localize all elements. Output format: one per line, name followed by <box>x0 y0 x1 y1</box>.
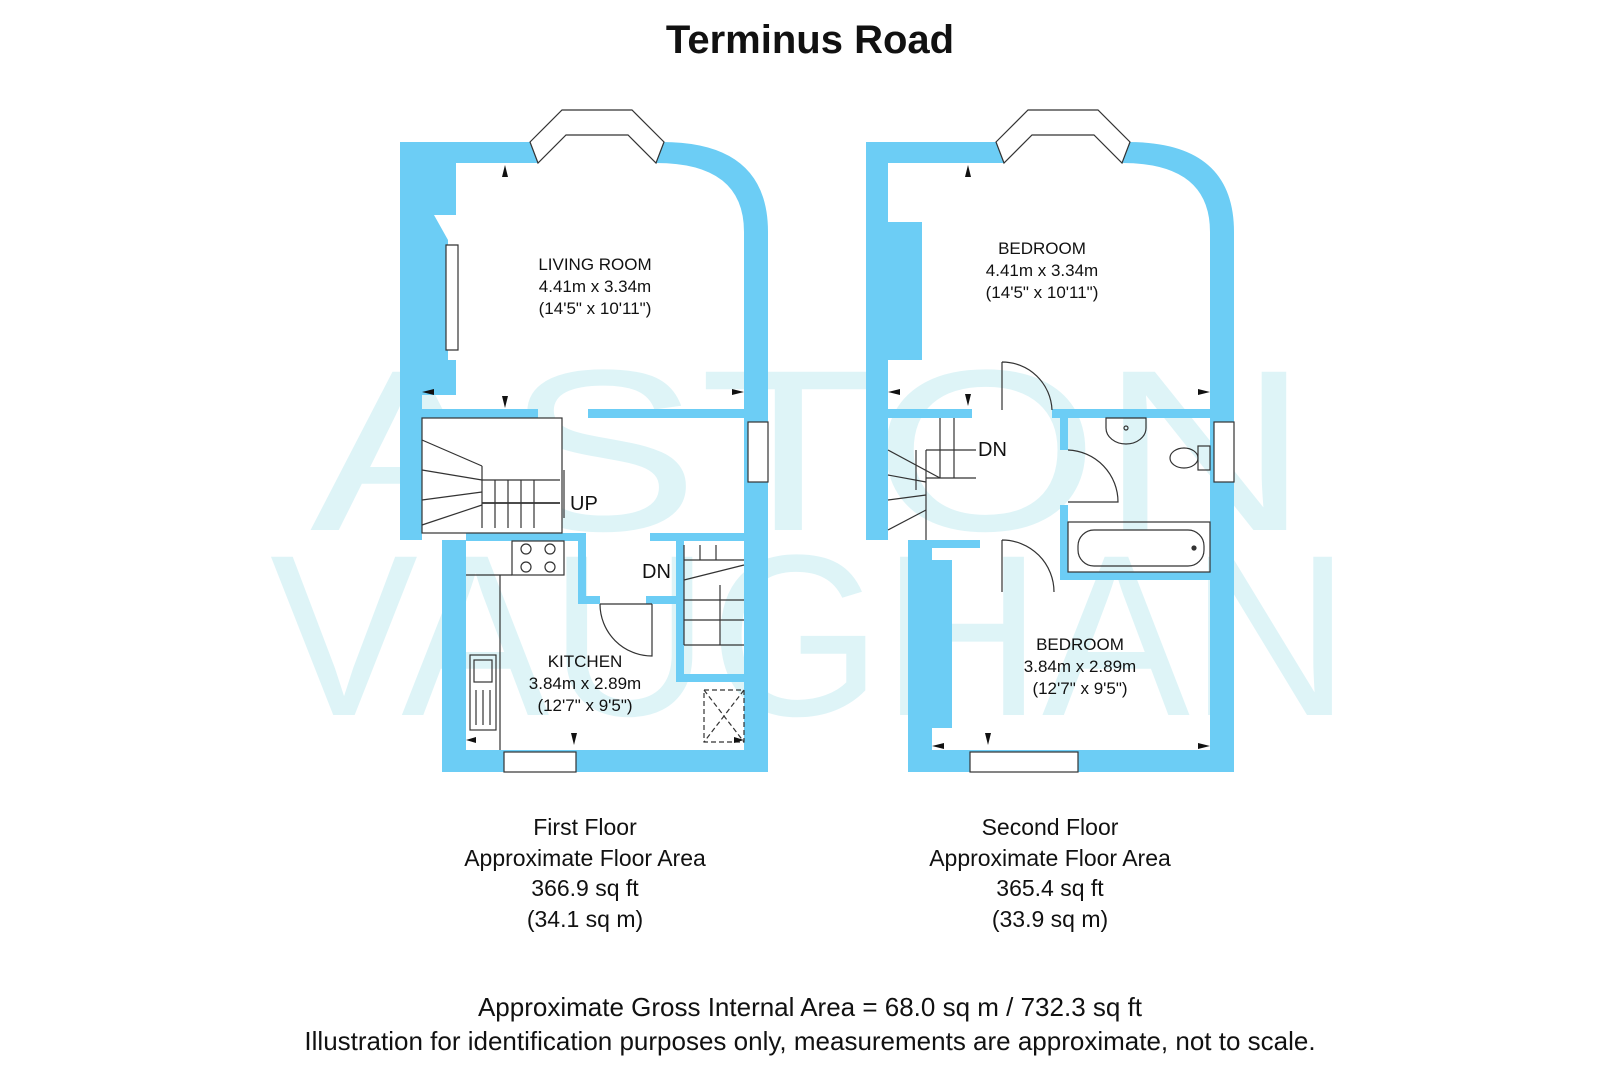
second-floor-area: Second Floor Approximate Floor Area 365.… <box>840 812 1260 934</box>
first-floor-stair-wall <box>676 541 744 682</box>
second-floor-basin <box>1105 417 1147 445</box>
plan-title: Terminus Road <box>665 18 955 62</box>
first-floor-staircase-down <box>683 545 745 646</box>
second-floor-bath <box>1067 521 1211 573</box>
first-floor-kitchen-wall-2 <box>578 541 600 604</box>
first-floor-area-caption: Approximate Floor Area <box>464 844 706 871</box>
bedroom-2-imperial: (12'7" x 9'5") <box>1032 679 1127 698</box>
disclaimer: Illustration for identification purposes… <box>304 1026 1316 1056</box>
first-floor-kitchen-door <box>599 603 653 657</box>
second-floor-chimney-breast-lower <box>932 560 952 728</box>
first-floor-outer-wall <box>400 110 768 772</box>
first-floor-area-sqm: (34.1 sq m) <box>526 905 644 932</box>
bedroom-1-metric: 4.41m x 3.34m <box>986 261 1098 280</box>
first-floor-area-sqft: 366.9 sq ft <box>531 875 639 901</box>
second-floor-toilet <box>1169 445 1211 471</box>
second-floor-plan: DN BEDROOM 4.41m x <box>866 109 1235 773</box>
first-floor-plan: UP DN <box>400 109 769 773</box>
second-floor-area-caption: Approximate Floor Area <box>929 844 1171 871</box>
second-floor-bedroom2-door <box>1001 539 1055 593</box>
first-floor-kitchen-wall <box>466 533 586 541</box>
first-floor-rear-window <box>503 751 577 773</box>
second-floor-partition-wall <box>888 409 972 418</box>
second-floor-bedroom-wall <box>932 540 980 548</box>
first-floor-dimension-arrows <box>422 165 744 745</box>
first-floor-side-window <box>747 421 769 483</box>
first-floor-stairs-up-label: UP <box>570 493 598 515</box>
second-floor-bathroom-door <box>1067 449 1119 503</box>
living-room-name: LIVING ROOM <box>538 255 651 274</box>
bedroom-2-metric: 3.84m x 2.89m <box>1024 657 1136 676</box>
first-floor-kitchen-wall-4 <box>646 596 676 604</box>
first-floor-sink <box>469 654 497 731</box>
second-floor-bay-window <box>995 109 1131 165</box>
second-floor-dimension-arrows <box>888 165 1210 749</box>
footer: Approximate Gross Internal Area = 68.0 s… <box>0 990 1620 1058</box>
second-floor-label: Second Floor <box>981 814 1119 840</box>
second-floor-bathroom-wall <box>1060 572 1210 580</box>
first-floor-partition-wall <box>422 409 538 418</box>
first-floor-hob <box>511 540 565 576</box>
kitchen-name: KITCHEN <box>548 652 623 671</box>
second-floor-side-window <box>1213 421 1235 483</box>
first-floor-fireplace <box>445 244 459 351</box>
second-floor-bedroom-door <box>1001 361 1053 411</box>
kitchen-metric: 3.84m x 2.89m <box>529 674 641 693</box>
first-floor-staircase-up <box>421 417 565 534</box>
second-floor-area-sqft: 365.4 sq ft <box>996 875 1104 901</box>
second-floor-outer-wall <box>866 110 1234 772</box>
first-floor-area: First Floor Approximate Floor Area 366.9… <box>375 812 795 934</box>
gross-internal-area: Approximate Gross Internal Area = 68.0 s… <box>477 992 1143 1022</box>
first-floor-boiler-cupboard <box>703 689 745 743</box>
first-floor-partition-wall-2 <box>588 409 744 418</box>
first-floor-kitchen-wall-3 <box>650 533 744 541</box>
bedroom-2-name: BEDROOM <box>1036 635 1124 654</box>
second-floor-partition-wall-2 <box>1052 409 1210 418</box>
watermark-line-2: VAUGHAN <box>270 507 1350 764</box>
first-floor-bay-window <box>529 109 665 165</box>
second-floor-stairs-down-label: DN <box>978 439 1007 461</box>
second-floor-landing-wall <box>1060 418 1068 580</box>
second-floor-area-sqm: (33.9 sq m) <box>991 905 1109 932</box>
second-floor-rear-window <box>969 751 1079 773</box>
kitchen-imperial: (12'7" x 9'5") <box>537 696 632 715</box>
first-floor-stairs-down-label: DN <box>642 561 671 583</box>
bedroom-1-imperial: (14'5" x 10'11") <box>986 283 1099 302</box>
bedroom-1-name: BEDROOM <box>998 239 1086 258</box>
living-room-imperial: (14'5" x 10'11") <box>539 299 652 318</box>
living-room-metric: 4.41m x 3.34m <box>539 277 651 296</box>
second-floor-staircase-down <box>887 418 976 540</box>
first-floor-label: First Floor <box>533 814 637 840</box>
second-floor-chimney-breast <box>888 163 922 360</box>
